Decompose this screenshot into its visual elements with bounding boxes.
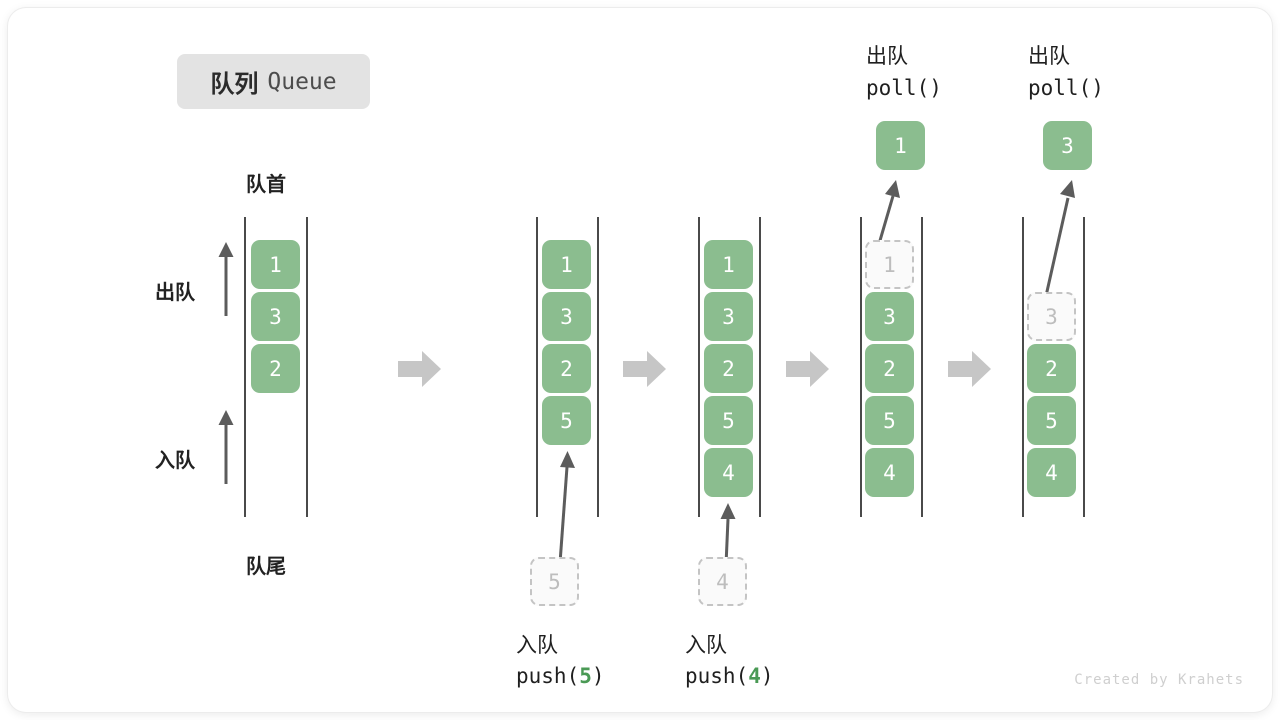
queue-rail-right-col4 <box>921 217 923 517</box>
poll-3-output-item: 3 <box>1043 121 1092 170</box>
push-5-label-cn: 入队 <box>516 634 558 657</box>
queue-item: 4 <box>865 448 914 497</box>
push-5-motion-arrow <box>530 445 590 565</box>
queue-item: 2 <box>704 344 753 393</box>
queue-rail-right-col3 <box>759 217 761 517</box>
queue-rail-right-col1 <box>306 217 308 517</box>
queue-rail-left-col2 <box>536 217 538 517</box>
queue-rail-left-col4 <box>860 217 862 517</box>
poll-1-output-item: 1 <box>876 121 925 170</box>
queue-rail-left-col1 <box>244 217 246 517</box>
title-chinese: 队列 <box>210 71 259 98</box>
queue-item: 3 <box>542 292 591 341</box>
queue-item-ghost: 3 <box>1027 292 1076 341</box>
poll-1-label-cn: 出队 <box>866 45 908 68</box>
queue-item: 1 <box>704 240 753 289</box>
queue-rail-left-col5 <box>1022 217 1024 517</box>
push-4-ghost-item: 4 <box>698 557 747 606</box>
push-4-code-suffix: ) <box>760 664 774 688</box>
queue-item: 5 <box>542 396 591 445</box>
push-5-code-value: 5 <box>579 664 592 688</box>
queue-rail-right-col2 <box>597 217 599 517</box>
queue-item: 1 <box>251 240 300 289</box>
poll-3-motion-arrow <box>1008 176 1088 298</box>
queue-item: 4 <box>1027 448 1076 497</box>
credit-text: Created by Krahets <box>1074 672 1244 688</box>
push-4-label-cn: 入队 <box>685 634 727 657</box>
push-4-code-prefix: push( <box>685 664 749 688</box>
queue-item: 4 <box>704 448 753 497</box>
queue-item: 5 <box>1027 396 1076 445</box>
queue-item: 2 <box>1027 344 1076 393</box>
label-queue-tail: 队尾 <box>246 556 286 578</box>
label-enqueue: 入队 <box>155 450 195 472</box>
queue-item: 3 <box>704 292 753 341</box>
poll-1-code: poll() <box>866 76 942 100</box>
queue-item: 2 <box>251 344 300 393</box>
transition-arrow <box>948 349 992 389</box>
poll-3-code: poll() <box>1028 76 1104 100</box>
push-5-code: push(5) <box>516 664 605 688</box>
queue-item: 2 <box>865 344 914 393</box>
label-dequeue: 出队 <box>155 282 195 304</box>
queue-item: 5 <box>865 396 914 445</box>
queue-rail-left-col3 <box>698 217 700 517</box>
dequeue-direction-arrow <box>214 240 238 318</box>
push-4-code: push(4) <box>685 664 774 688</box>
push-5-code-prefix: push( <box>516 664 580 688</box>
push-5-code-suffix: ) <box>591 664 605 688</box>
transition-arrow <box>786 349 830 389</box>
queue-item: 5 <box>704 396 753 445</box>
title-english: Queue <box>267 68 337 95</box>
push-5-ghost-item: 5 <box>530 557 579 606</box>
transition-arrow <box>623 349 667 389</box>
queue-item: 1 <box>542 240 591 289</box>
queue-rail-right-col5 <box>1083 217 1085 517</box>
diagram-card: 队列 Queue 队首 队尾 出队 入队 1 3 2 1 3 2 5 <box>8 8 1272 712</box>
queue-item: 3 <box>865 292 914 341</box>
queue-item: 2 <box>542 344 591 393</box>
queue-item-ghost: 1 <box>865 240 914 289</box>
queue-item: 3 <box>251 292 300 341</box>
label-queue-head: 队首 <box>246 174 286 196</box>
poll-1-motion-arrow <box>853 176 913 246</box>
diagram-title-chip: 队列 Queue <box>177 54 370 109</box>
poll-3-label-cn: 出队 <box>1028 45 1070 68</box>
push-4-code-value: 4 <box>748 664 761 688</box>
enqueue-direction-arrow <box>214 408 238 486</box>
transition-arrow <box>398 349 442 389</box>
